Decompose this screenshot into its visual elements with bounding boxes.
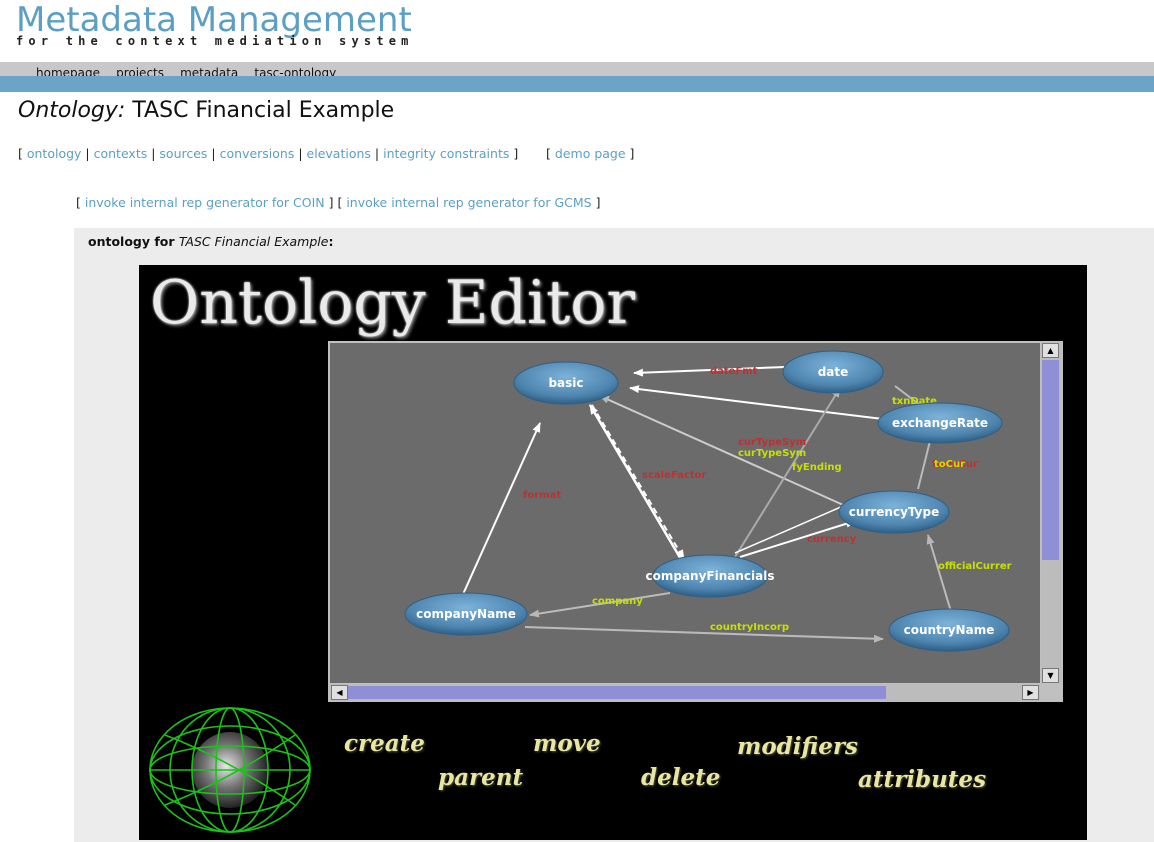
edge-currencytype-basic — [599, 395, 851, 509]
edge-companyfinancials-date — [734, 387, 841, 558]
label-tocur: toCur — [934, 459, 965, 470]
panel-label: ontology for TASC Financial Example: — [88, 234, 333, 249]
node-countryname-label: countryName — [904, 623, 995, 637]
vertical-scroll-thumb[interactable] — [1042, 360, 1059, 560]
edge-exchangerate-basic — [629, 385, 916, 424]
edge-companyfinancials-basic — [588, 404, 684, 562]
edge-exchangerate-currencytype — [917, 440, 931, 490]
wireframe-globe-icon — [149, 707, 311, 833]
graph-canvas[interactable]: dateFmt txnDate curTypeSym curTypeSym fy… — [330, 343, 1040, 683]
scroll-up-arrow-icon[interactable]: ▲ — [1042, 343, 1059, 358]
scroll-down-arrow-icon[interactable]: ▼ — [1042, 668, 1059, 683]
link-demo-page[interactable]: demo page — [554, 146, 626, 161]
scroll-right-arrow-icon[interactable]: ▶ — [1022, 685, 1039, 700]
link-conversions[interactable]: conversions — [219, 146, 295, 161]
top-nav-bar: homepage projects metadata tasc-ontology — [0, 62, 1154, 80]
page-title-name: TASC Financial Example — [132, 98, 395, 123]
generator-links: [ invoke internal rep generator for COIN… — [76, 195, 601, 210]
label-curtypesym-2: curTypeSym — [738, 448, 806, 459]
editor-title: Ontology Editor — [150, 268, 636, 338]
node-date[interactable]: date — [782, 350, 884, 394]
edge-date-exchangerate — [894, 385, 921, 406]
label-txndate: txnDate — [892, 396, 937, 407]
logo-title: Metadata Management — [16, 0, 412, 40]
page-title: Ontology: TASC Financial Example — [18, 98, 394, 123]
create-command[interactable]: create — [344, 730, 425, 757]
link-sources[interactable]: sources — [159, 146, 208, 161]
node-companyname-label: companyName — [416, 607, 516, 621]
link-integrity-constraints[interactable]: integrity constraints — [383, 146, 510, 161]
node-countryname[interactable]: countryName — [888, 608, 1010, 652]
graph-nodes: basic date exchangeRate currencyType com… — [404, 350, 1010, 652]
graph-edges — [459, 366, 953, 643]
label-datefmt: dateFmt — [710, 366, 758, 377]
panel-label-prefix: ontology for — [88, 234, 175, 249]
label-fyending: fyEnding — [792, 462, 842, 473]
link-ontology[interactable]: ontology — [26, 146, 82, 161]
graph-edge-labels: dateFmt txnDate curTypeSym curTypeSym fy… — [523, 366, 1012, 633]
edge-companyname-countryname — [524, 626, 884, 643]
link-generator-gcms[interactable]: invoke internal rep generator for GCMS — [346, 195, 592, 210]
horizontal-scroll-thumb[interactable] — [348, 686, 886, 699]
scroll-left-arrow-icon[interactable]: ◀ — [331, 685, 348, 700]
edge-countryname-currencytype — [926, 534, 953, 616]
node-basic-label: basic — [548, 376, 583, 390]
node-currencytype-label: currencyType — [849, 505, 939, 519]
node-companyfinancials[interactable]: companyFinancials — [646, 554, 775, 598]
label-company: company — [592, 596, 643, 607]
node-exchangerate[interactable]: exchangeRate — [877, 402, 1003, 444]
edge-companyfinancials-companyname — [529, 592, 671, 618]
node-companyfinancials-label: companyFinancials — [646, 569, 775, 583]
node-basic[interactable]: basic — [513, 361, 619, 405]
label-currency: currency — [807, 534, 857, 545]
label-officialcurrency: officialCurrer — [938, 561, 1012, 572]
label-curtypesym-1: curTypeSym — [738, 437, 806, 448]
node-exchangerate-label: exchangeRate — [892, 416, 988, 430]
move-command[interactable]: move — [533, 730, 601, 757]
page-title-prefix: Ontology: — [18, 98, 126, 123]
edge-companyfinancials-currencytype — [739, 519, 856, 558]
label-fromcur: fromCur — [932, 459, 978, 470]
node-companyname[interactable]: companyName — [404, 592, 528, 636]
site-logo: Metadata Management for the context medi… — [16, 0, 414, 48]
link-elevations[interactable]: elevations — [306, 146, 371, 161]
panel-label-suffix: : — [328, 234, 334, 249]
edge-companyfinancials-currencytype-2 — [734, 502, 851, 554]
ontology-graph: dateFmt txnDate curTypeSym curTypeSym fy… — [404, 350, 1012, 652]
attributes-command[interactable]: attributes — [858, 766, 987, 793]
link-contexts[interactable]: contexts — [93, 146, 148, 161]
logo-subtitle: for the context mediation system — [16, 34, 414, 48]
modifiers-command[interactable]: modifiers — [737, 733, 858, 760]
label-scalefactor: scaleFactor — [642, 470, 706, 481]
parent-command[interactable]: parent — [438, 764, 524, 791]
edge-date-basic — [633, 366, 786, 377]
delete-command[interactable]: delete — [641, 764, 721, 791]
label-countryincorp: countryIncorp — [710, 622, 789, 633]
section-links: [ ontology | contexts | sources | conver… — [18, 146, 635, 161]
node-date-label: date — [818, 365, 849, 379]
panel-label-name: TASC Financial Example — [178, 234, 329, 249]
node-currencytype[interactable]: currencyType — [838, 490, 950, 534]
link-generator-coin[interactable]: invoke internal rep generator for COIN — [84, 195, 325, 210]
edge-companyname-basic — [459, 422, 541, 602]
label-format: format — [523, 490, 561, 501]
header-accent-bar — [0, 76, 1154, 92]
